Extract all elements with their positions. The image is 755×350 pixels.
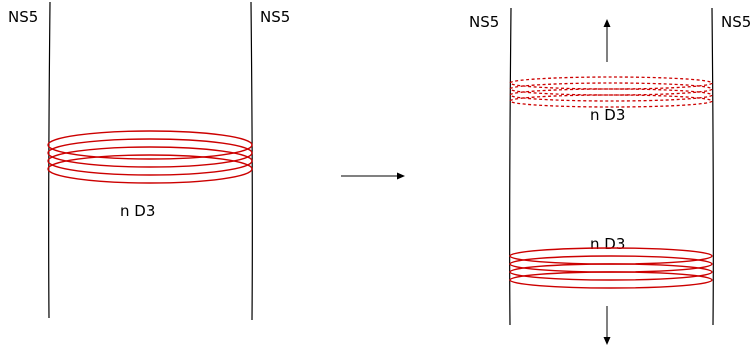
left-ns5-label-b: NS5 (260, 8, 290, 26)
right-ns5-label-a: NS5 (469, 13, 499, 31)
transition-arrow (341, 172, 405, 180)
right-upper-d3-loop (509, 94, 713, 108)
right-ns5-label-b: NS5 (721, 13, 751, 31)
right-upper-d3-loop (509, 88, 713, 102)
right-upper-d3-label: n D3 (590, 106, 625, 124)
left-d3-loop (47, 130, 253, 160)
right-lower-d3-stack (509, 247, 713, 289)
left-d3-brane-stack (47, 130, 253, 184)
right-lower-d3-loop (509, 271, 713, 289)
left-d3-loop (47, 154, 253, 184)
transition-arrow-head (397, 172, 405, 180)
down-arrow-head (603, 337, 611, 345)
right-ns5-brane-a (508, 7, 512, 326)
right-lower-d3-loop (509, 263, 713, 281)
right-lower-d3-label: n D3 (590, 235, 625, 253)
up-arrow-head (603, 19, 611, 27)
right-upper-d3-stack (509, 76, 713, 108)
left-d3-loop (47, 146, 253, 176)
right-configuration: NS5 NS5 n D3 n D3 (469, 7, 751, 345)
left-configuration: NS5 NS5 n D3 (8, 1, 290, 321)
left-ns5-label-a: NS5 (8, 8, 38, 26)
left-d3-loop (47, 138, 253, 168)
right-ns5-brane-b (711, 7, 715, 326)
left-d3-label: n D3 (120, 202, 155, 220)
